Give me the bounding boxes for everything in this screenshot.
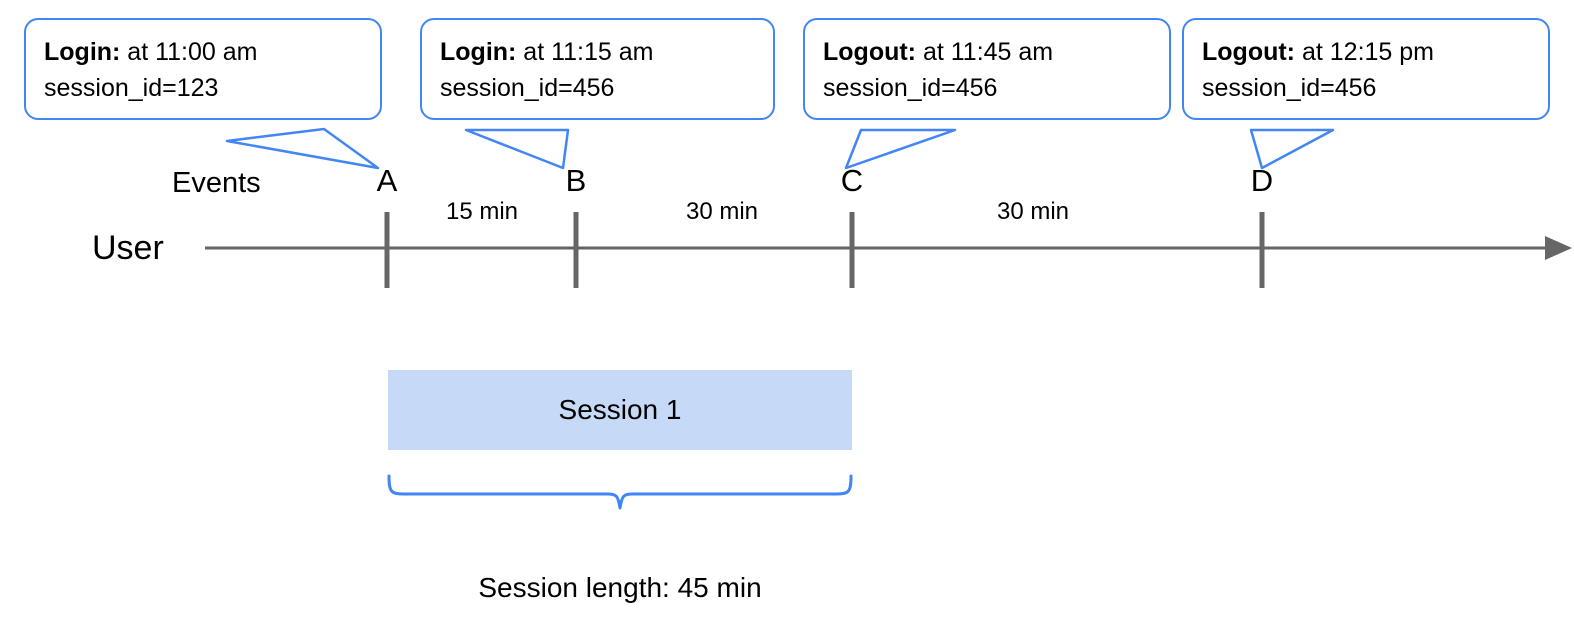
session-bar-label: Session 1 (558, 394, 682, 425)
callout-b-lead: Login: (440, 38, 517, 66)
callout-c-rest: at 11:45 am (916, 38, 1054, 66)
events-row-label: Events (172, 167, 261, 199)
event-marker-a: A (376, 163, 398, 198)
session-bar[interactable]: Session 1 (388, 370, 852, 450)
callout-d-rest: at 12:15 pm (1295, 38, 1434, 66)
callout-b-line1: Login: at 11:15 am (440, 34, 755, 70)
callout-event-a[interactable]: Login: at 11:00 am session_id=123 (24, 18, 382, 120)
callout-event-c[interactable]: Logout: at 11:45 am session_id=456 (803, 18, 1171, 120)
callout-c-line2: session_id=456 (823, 74, 998, 102)
callout-a-line1: Login: at 11:00 am (44, 34, 362, 70)
callout-event-b[interactable]: Login: at 11:15 am session_id=456 (420, 18, 775, 120)
session-length-label: Session length: 45 min (478, 572, 762, 603)
session-brace (387, 474, 853, 510)
interval-label-cd: 30 min (996, 198, 1070, 225)
callout-d-line2: session_id=456 (1202, 74, 1377, 102)
user-row-label: User (92, 229, 164, 267)
interval-label-ab: 15 min (445, 198, 519, 225)
callout-a-rest: at 11:00 am (120, 38, 258, 66)
interval-label-bc: 30 min (685, 198, 759, 225)
callout-d-line1: Logout: at 12:15 pm (1202, 34, 1530, 70)
callout-c-line1: Logout: at 11:45 am (823, 34, 1151, 70)
event-marker-c: C (840, 163, 864, 198)
event-marker-d: D (1250, 163, 1274, 198)
callout-a-line2: session_id=123 (44, 74, 219, 102)
callout-b-line2: session_id=456 (440, 74, 615, 102)
callout-event-d[interactable]: Logout: at 12:15 pm session_id=456 (1182, 18, 1550, 120)
callout-c-lead: Logout: (823, 38, 917, 66)
callout-d-lead: Logout: (1202, 38, 1296, 66)
callout-b-rest: at 11:15 am (516, 38, 654, 66)
callout-a-lead: Login: (44, 38, 121, 66)
event-marker-b: B (565, 163, 587, 198)
